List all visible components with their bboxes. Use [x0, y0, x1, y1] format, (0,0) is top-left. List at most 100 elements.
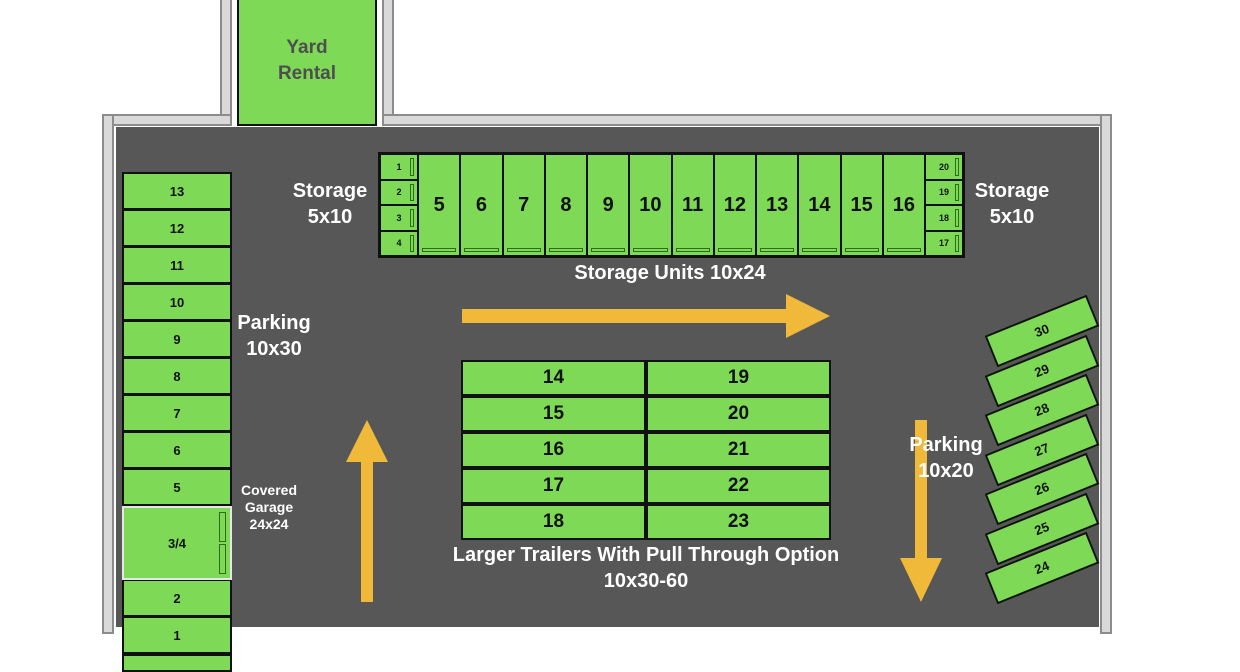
storage-10x24-unit[interactable]: 14	[798, 154, 841, 256]
garage-door-top	[219, 512, 226, 542]
angled-parking-space-number: 24	[1032, 557, 1052, 577]
unit-door	[410, 209, 414, 227]
yard-rental[interactable]: Yard Rental	[237, 0, 377, 126]
storage-5x10-unit[interactable]: 20	[925, 154, 963, 180]
storage-10x24-unit[interactable]: 10	[629, 154, 672, 256]
parking-space[interactable]: 6	[122, 431, 232, 469]
trailer-space-number: 22	[727, 475, 750, 496]
parking-space[interactable]: 12	[122, 209, 232, 247]
trailer-space[interactable]: 18	[463, 506, 644, 538]
storage-5x10-unit[interactable]: 4	[380, 230, 418, 256]
unit-door	[802, 248, 837, 252]
parking-space[interactable]: 10	[122, 283, 232, 321]
storage-units-10x24-label: Storage Units 10x24	[574, 262, 766, 284]
parking-space[interactable]: 5	[122, 468, 232, 506]
trailer-space[interactable]: 15	[463, 398, 644, 430]
trailer-space[interactable]: 20	[648, 398, 829, 430]
storage-10x24-unit[interactable]: 6	[460, 154, 503, 256]
parking-space[interactable]: 11	[122, 246, 232, 284]
storage-10x24-unit[interactable]: 8	[544, 154, 587, 256]
unit-door	[410, 183, 414, 201]
parking-space[interactable]: 8	[122, 357, 232, 395]
storage-10x24-unit[interactable]: 13	[756, 154, 799, 256]
storage-5x10-unit[interactable]: 1	[380, 154, 418, 180]
storage-10x24-unit[interactable]: 12	[713, 154, 756, 256]
storage-5x10-unit[interactable]: 17	[925, 230, 963, 256]
trailer-space[interactable]: 16	[463, 434, 644, 466]
storage-10x24-unit[interactable]: 7	[502, 154, 545, 256]
parking-space-number: 13	[169, 183, 185, 199]
storage-5x10-left-label: Storage 5x10	[280, 178, 380, 230]
storage-10x24-unit[interactable]: 5	[418, 154, 461, 256]
storage-5x10-unit[interactable]: 2	[380, 179, 418, 205]
unit-door	[717, 248, 752, 252]
storage-10x24-unit-number: 9	[602, 193, 614, 216]
storage-10x24-unit-number: 14	[808, 193, 831, 216]
trailers-label: Larger Trailers With Pull Through Option…	[420, 542, 872, 594]
covered-garage-label: Covered Garage 24x24	[230, 482, 308, 532]
unit-door	[422, 248, 457, 252]
parking-space-number: 9	[173, 331, 181, 347]
unit-door	[464, 248, 499, 252]
parking-space[interactable]: 9	[122, 320, 232, 358]
trailer-space-number: 23	[727, 511, 750, 532]
trailer-space[interactable]: 17	[463, 470, 644, 502]
storage-5x10-unit-number: 4	[396, 238, 402, 249]
arrow-down-icon	[900, 420, 942, 602]
angled-parking-space-number: 27	[1032, 438, 1052, 459]
trailer-space[interactable]: 22	[648, 470, 829, 502]
parking-space-number: 6	[173, 442, 181, 458]
storage-10x24-unit[interactable]: 16	[882, 154, 925, 256]
unit-door	[955, 158, 959, 176]
storage-10x24-unit[interactable]: 15	[840, 154, 883, 256]
trailer-space[interactable]: 14	[463, 362, 644, 394]
yard-rental-line1: Yard	[286, 37, 328, 59]
unit-door	[506, 248, 541, 252]
trailer-space[interactable]: 23	[648, 506, 829, 538]
covered-garage-number: 3/4	[167, 535, 187, 551]
storage-5x10-unit[interactable]: 18	[925, 205, 963, 231]
left-bottom-partial-unit	[122, 654, 232, 672]
arrow-right-icon	[462, 294, 830, 338]
trailer-space[interactable]: 21	[648, 434, 829, 466]
parking-10x20-label: Parking 10x20	[900, 432, 992, 484]
parking-10x20-line2: 10x20	[918, 460, 974, 482]
yard-fence-left	[220, 0, 232, 116]
parking-space[interactable]: 7	[122, 394, 232, 432]
covered-garage-unit[interactable]: 3/4	[122, 506, 232, 580]
storage-10x24-unit[interactable]: 11	[671, 154, 714, 256]
fence-top-right	[382, 114, 1112, 126]
storage-5x10-right-label: Storage 5x10	[962, 178, 1062, 230]
storage-left-line2: 5x10	[307, 206, 353, 228]
storage-10x24-unit-number: 6	[475, 193, 487, 216]
parking-space-number: 8	[173, 368, 181, 384]
covered-garage-line3: 24x24	[249, 515, 289, 532]
storage-10x24-unit[interactable]: 9	[587, 154, 630, 256]
angled-parking-space-number: 28	[1032, 399, 1052, 419]
unit-door	[410, 158, 414, 176]
unit-door	[886, 248, 921, 252]
yard-fence-right	[382, 0, 394, 116]
storage-5x10-unit[interactable]: 3	[380, 205, 418, 231]
storage-5x10-unit-number: 17	[938, 238, 949, 249]
angled-parking-space-number: 25	[1032, 517, 1052, 538]
covered-garage-line2: Garage	[244, 498, 294, 515]
trailer-space[interactable]: 19	[648, 362, 829, 394]
fence-top-left	[102, 114, 232, 126]
parking-10x20-line1: Parking	[909, 434, 983, 456]
storage-5x10-unit[interactable]: 19	[925, 179, 963, 205]
parking-10x30-label: Parking 10x30	[228, 310, 320, 362]
unit-door	[955, 183, 959, 201]
trailer-space-number: 16	[542, 439, 565, 460]
arrow-up-icon	[346, 420, 388, 602]
storage-5x10-unit-number: 3	[396, 212, 402, 223]
parking-space[interactable]: 13	[122, 172, 232, 210]
parking-space[interactable]: 2	[122, 579, 232, 617]
parking-space-number: 5	[173, 479, 181, 495]
storage-10x24-unit-number: 5	[433, 193, 445, 216]
parking-10x30-line2: 10x30	[246, 338, 302, 360]
parking-space-number: 12	[169, 220, 185, 236]
parking-space[interactable]: 1	[122, 616, 232, 654]
